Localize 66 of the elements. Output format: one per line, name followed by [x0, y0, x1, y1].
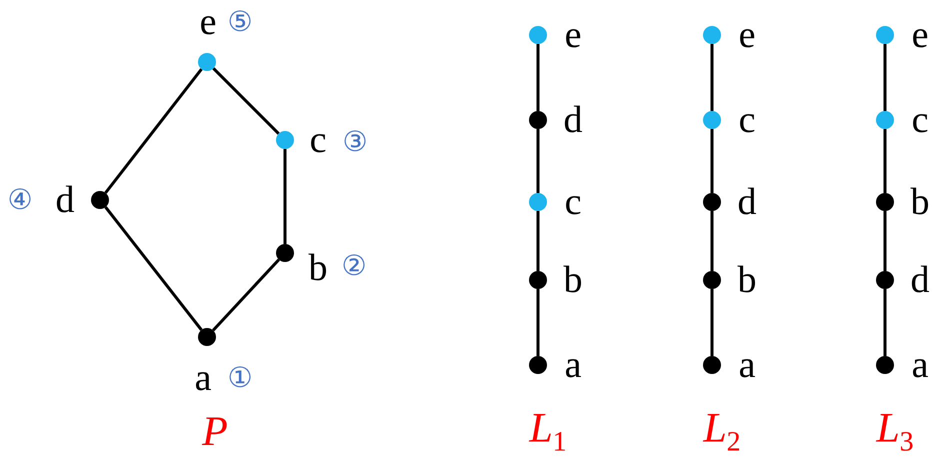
- vertex-label: e: [912, 16, 928, 54]
- connector-line: [104, 68, 203, 194]
- vertex-dot: [529, 193, 547, 211]
- connector-line: [884, 44, 886, 111]
- vertex-label: a: [738, 346, 756, 384]
- vertex-dot: [91, 191, 109, 209]
- vertex-label: d: [910, 261, 930, 299]
- order-name: L$_{1}$: [529, 407, 567, 457]
- connector-line: [884, 211, 886, 271]
- connector-line: [536, 211, 540, 271]
- vertex-dot: [703, 271, 721, 289]
- connector-line: [710, 44, 714, 111]
- vertex-label: b: [564, 261, 582, 299]
- order-name: P: [202, 411, 228, 453]
- vertex-label: b: [910, 183, 930, 221]
- connector-line: [536, 129, 540, 193]
- order-number: ①: [227, 364, 253, 392]
- vertex-label: e: [738, 16, 756, 54]
- vertex-label: a: [564, 346, 582, 384]
- connector-line: [884, 129, 886, 193]
- vertex-dot: [703, 193, 721, 211]
- vertex-dot: [529, 26, 547, 44]
- connector-line: [884, 289, 886, 356]
- vertex-label: b: [308, 249, 328, 287]
- order-number: ③: [342, 128, 368, 156]
- vertex-dot: [703, 356, 721, 374]
- vertex-label: c: [564, 183, 582, 221]
- vertex-label: a: [912, 346, 928, 384]
- vertex-label: a: [194, 359, 212, 397]
- vertex-dot: [876, 26, 894, 44]
- vertex-label: c: [310, 121, 326, 159]
- vertex-dot: [876, 271, 894, 289]
- connector-line: [710, 211, 714, 271]
- vertex-label: d: [738, 183, 756, 221]
- connector-line: [710, 289, 714, 356]
- connector-line: [284, 149, 286, 244]
- vertex-dot: [876, 193, 894, 211]
- vertex-dot: [276, 244, 294, 262]
- connector-line: [104, 206, 203, 331]
- vertex-dot: [529, 356, 547, 374]
- connector-line: [710, 129, 714, 193]
- vertex-label: d: [56, 181, 74, 219]
- vertex-dot: [876, 111, 894, 129]
- order-name: L$_{3}$: [876, 407, 914, 457]
- vertex-label: c: [738, 101, 756, 139]
- order-name: L$_{2}$: [703, 407, 741, 457]
- vertex-label: e: [200, 3, 216, 41]
- vertex-dot: [529, 111, 547, 129]
- order-number: ④: [7, 186, 33, 214]
- vertex-dot: [276, 131, 294, 149]
- connector-line: [536, 289, 540, 356]
- connector-line: [212, 67, 280, 135]
- vertex-label: c: [912, 101, 928, 139]
- order-number: ②: [341, 252, 367, 280]
- vertex-label: d: [564, 101, 582, 139]
- vertex-dot: [703, 26, 721, 44]
- vertex-label: e: [564, 16, 582, 54]
- vertex-dot: [876, 356, 894, 374]
- vertex-dot: [198, 328, 216, 346]
- vertex-dot: [529, 271, 547, 289]
- vertex-dot: [703, 111, 721, 129]
- vertex-label: b: [738, 261, 756, 299]
- connector-line: [536, 44, 540, 111]
- order-number: ⑤: [227, 8, 253, 36]
- vertex-dot: [198, 53, 216, 71]
- connector-line: [212, 258, 280, 332]
